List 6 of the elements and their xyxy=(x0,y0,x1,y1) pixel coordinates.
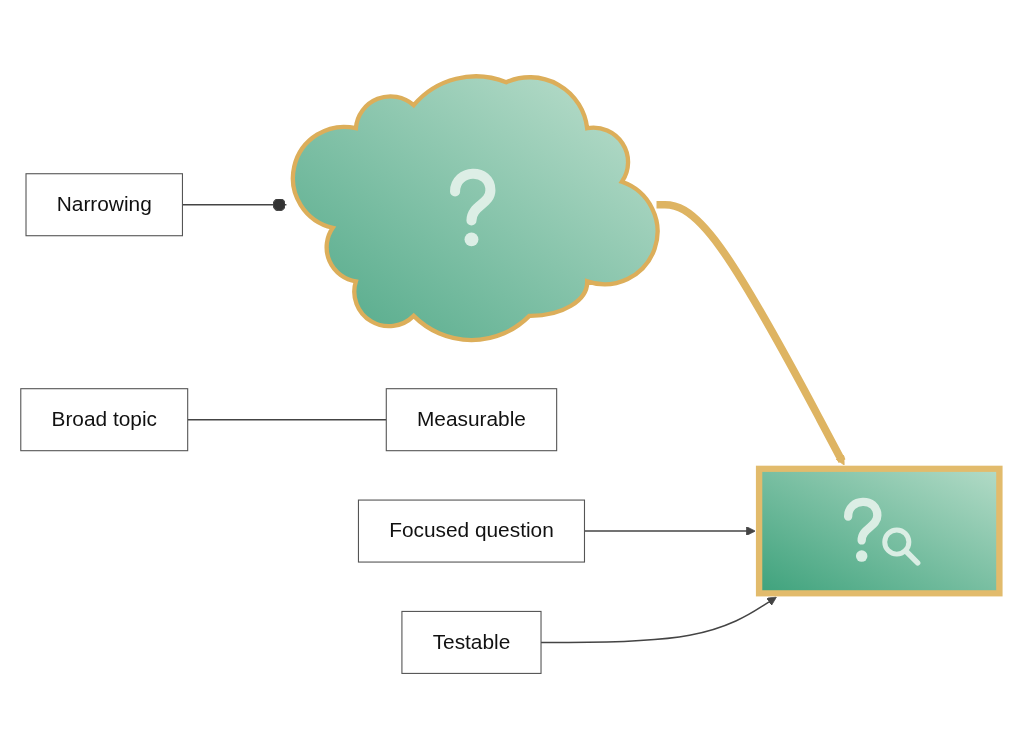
label-box: Measurable xyxy=(385,388,558,452)
label-box: Focused question xyxy=(357,499,586,563)
thick-arrow xyxy=(656,200,846,466)
label-box: Broad topic xyxy=(20,388,189,452)
label-box: Narrowing xyxy=(25,173,183,237)
label-box: Testable xyxy=(401,610,542,674)
